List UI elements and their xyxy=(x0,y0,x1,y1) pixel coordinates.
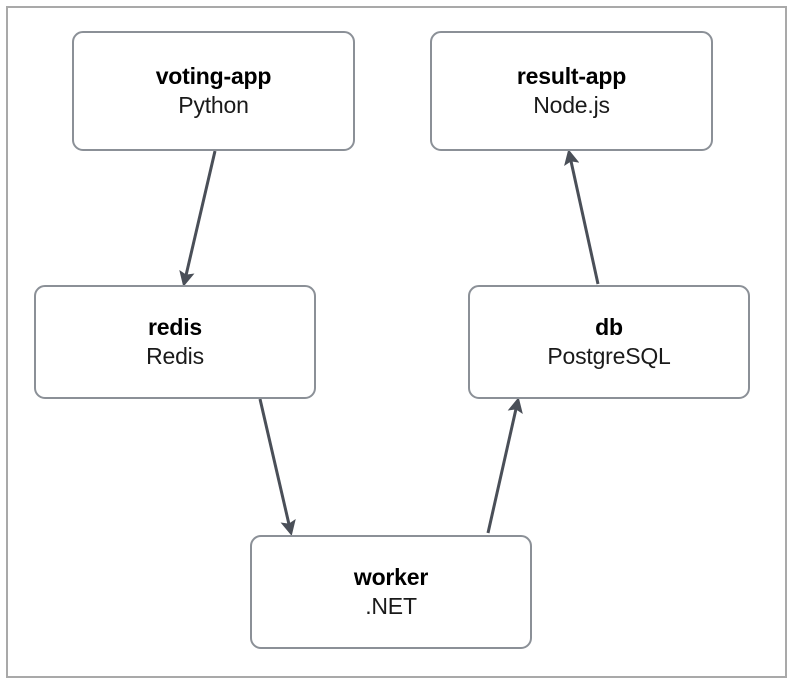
node-title: db xyxy=(595,313,623,340)
node-subtitle: .NET xyxy=(365,593,417,619)
node-title: redis xyxy=(148,313,202,340)
node-voting-app[interactable]: voting-app Python xyxy=(72,31,355,151)
node-subtitle: Node.js xyxy=(533,92,610,118)
node-subtitle: Python xyxy=(178,92,249,118)
node-subtitle: PostgreSQL xyxy=(547,343,671,369)
node-title: voting-app xyxy=(155,62,272,89)
node-title: worker xyxy=(353,563,429,590)
node-result-app[interactable]: result-app Node.js xyxy=(430,31,713,151)
node-db[interactable]: db PostgreSQL xyxy=(468,285,750,399)
node-worker[interactable]: worker .NET xyxy=(250,535,532,649)
node-redis[interactable]: redis Redis xyxy=(34,285,316,399)
node-subtitle: Redis xyxy=(146,343,204,369)
node-title: result-app xyxy=(516,62,627,89)
